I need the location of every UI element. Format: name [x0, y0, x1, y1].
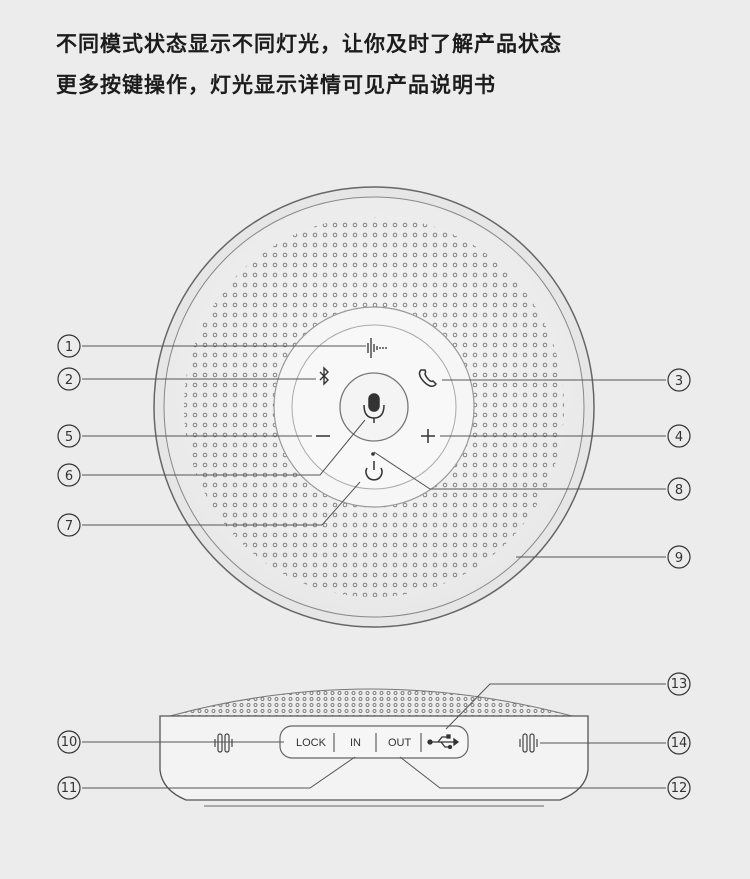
callout-6: 6	[57, 463, 81, 487]
power-icon[interactable]	[365, 461, 383, 481]
callout-12: 12	[667, 776, 691, 800]
bluetooth-icon[interactable]	[319, 366, 329, 386]
callout-3: 3	[667, 368, 691, 392]
callout-4: 4	[667, 424, 691, 448]
svg-text:11: 11	[61, 781, 78, 796]
callout-8: 8	[667, 477, 691, 501]
leader-lines	[82, 345, 666, 789]
svg-text:8: 8	[675, 483, 683, 498]
svg-text:4: 4	[675, 430, 683, 445]
svg-text:2: 2	[65, 373, 73, 388]
callout-10: 10	[57, 730, 81, 754]
lock-switch-label[interactable]: LOCK	[296, 737, 327, 749]
svg-text:1: 1	[65, 340, 73, 355]
callout-7: 7	[57, 513, 81, 537]
heading-line-2: 更多按键操作，灯光显示详情可见产品说明书	[56, 73, 496, 97]
svg-text:13: 13	[671, 677, 688, 692]
usb-icon[interactable]	[427, 734, 460, 750]
svg-text:12: 12	[671, 781, 688, 796]
callout-5: 5	[57, 424, 81, 448]
svg-text:10: 10	[61, 735, 78, 750]
heading-line-1: 不同模式状态显示不同灯光，让你及时了解产品状态	[56, 32, 562, 56]
phone-icon[interactable]	[418, 369, 437, 387]
callouts: 1 2 3 4 5 6 8 7 9 13 10 14 11 12	[57, 334, 691, 800]
microphone-icon	[363, 393, 385, 423]
volume-up-icon[interactable]	[421, 429, 435, 443]
callout-14: 14	[667, 731, 691, 755]
svg-text:5: 5	[65, 430, 73, 445]
speaker-grille-icon	[214, 733, 233, 753]
svg-text:9: 9	[675, 551, 683, 566]
svg-text:6: 6	[65, 469, 73, 484]
side-view: LOCK IN OUT	[159, 688, 589, 807]
svg-text:7: 7	[65, 519, 73, 534]
callout-11: 11	[57, 776, 81, 800]
callout-1: 1	[57, 334, 81, 358]
grille-dome	[169, 688, 573, 717]
callout-9: 9	[667, 545, 691, 569]
top-view	[153, 186, 595, 628]
callout-2: 2	[57, 367, 81, 391]
callout-13: 13	[667, 672, 691, 696]
audio-in-label[interactable]: IN	[350, 737, 361, 749]
svg-text:14: 14	[671, 736, 688, 751]
audio-out-label[interactable]: OUT	[388, 737, 412, 749]
svg-text:3: 3	[675, 374, 683, 389]
status-led	[371, 452, 375, 456]
mute-indicator-icon[interactable]	[367, 338, 387, 358]
speaker-grille-icon	[519, 733, 538, 753]
